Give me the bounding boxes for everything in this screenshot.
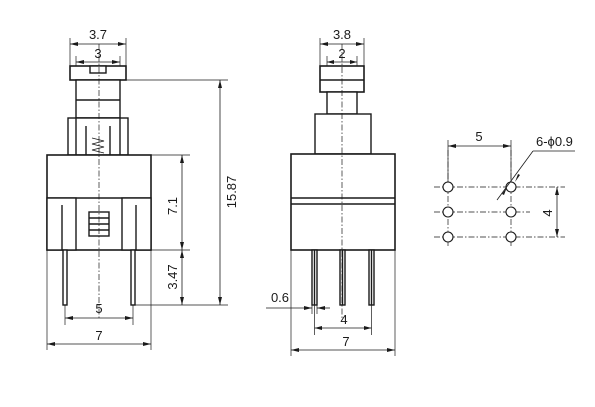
- footprint-column-pitch-label: 5: [475, 129, 482, 144]
- front-dimensions: 3.7 3 15.87 7.1 3.47 5: [46, 27, 239, 350]
- front-stem: [75, 79, 121, 119]
- front-cap-slot: [89, 65, 107, 74]
- front-top-width-label: 3.7: [89, 27, 107, 42]
- front-body-width-label: 7: [95, 328, 102, 343]
- front-pin-left: [62, 249, 68, 306]
- footprint: [434, 150, 565, 246]
- front-view: [46, 44, 152, 320]
- side-stem-width-label: 2: [338, 46, 345, 61]
- footprint-row-span-label: 4: [540, 209, 555, 216]
- side-pin-pitch-label: 4: [340, 312, 347, 327]
- side-body-width-label: 7: [342, 334, 349, 349]
- footprint-hole: [442, 231, 454, 243]
- front-pin-pitch-label: 5: [95, 301, 102, 316]
- footprint-hole-spec-label: 6-ϕ0.9: [536, 134, 573, 149]
- front-height-label: 15.87: [224, 176, 239, 209]
- front-body-height-label: 7.1: [165, 197, 180, 215]
- side-dimensions: 3.8 2 0.6 4 7: [266, 27, 396, 356]
- footprint-dimensions: 5 4 6-ϕ0.9: [447, 129, 575, 237]
- side-body: [290, 153, 396, 251]
- footprint-hole: [505, 206, 517, 218]
- front-stem-width-label: 3: [94, 46, 101, 61]
- side-top-width-label: 3.8: [333, 27, 351, 42]
- footprint-hole: [505, 231, 517, 243]
- front-pin-length-label: 3.47: [165, 264, 180, 289]
- front-spring: [91, 137, 105, 154]
- side-pin-width-label: 0.6: [271, 290, 289, 305]
- front-pin-right: [130, 249, 136, 306]
- footprint-hole: [442, 181, 454, 193]
- footprint-hole: [442, 206, 454, 218]
- footprint-hole: [505, 181, 517, 193]
- side-view: [290, 44, 396, 320]
- side-plunger-housing: [314, 113, 372, 155]
